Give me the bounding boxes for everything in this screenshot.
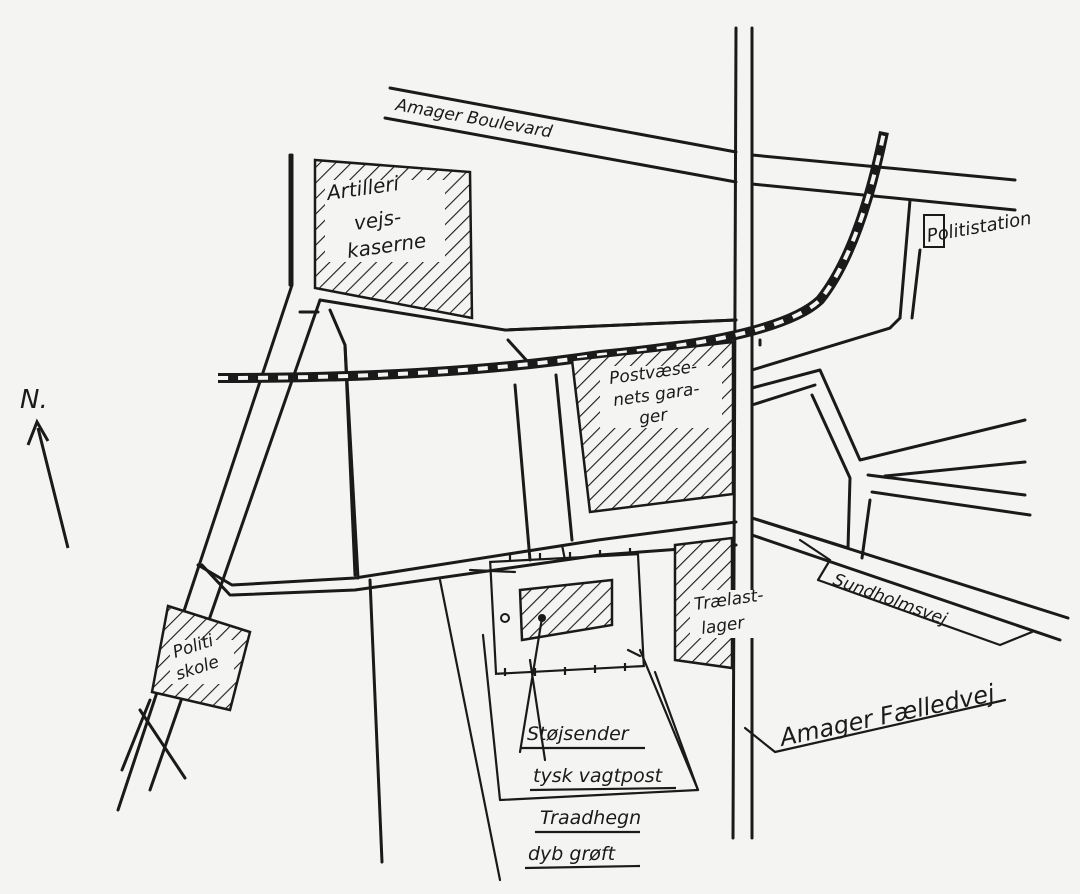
- left-diagonal-road: [116, 153, 322, 812]
- north-label: N.: [20, 385, 48, 415]
- amager-faelledvej-label: Amager Fælledvej: [775, 679, 997, 752]
- stojsender-building: [518, 578, 614, 642]
- amager-faelledvej-label-group: Amager Fælledvej: [743, 679, 1007, 754]
- inner-streets: [196, 298, 762, 864]
- svg-text:Politistation: Politistation: [925, 208, 1033, 247]
- railway-line: [217, 131, 889, 383]
- sundholmsvej-label: Sundholmsvej: [830, 570, 950, 630]
- amager-boulevard-road: [383, 86, 1017, 212]
- politistation-label: Politistation: [923, 208, 1033, 248]
- bottom-left-road: [120, 698, 187, 780]
- svg-text:ger: ger: [638, 405, 670, 429]
- dyb-groft-legend: dyb grøft: [524, 843, 641, 870]
- sundholmsvej-label-group: Sundholmsvej: [798, 538, 1034, 647]
- stojsender-legend: Støjsender: [520, 723, 645, 750]
- amager-faelledvej-road: [731, 26, 754, 840]
- legend-leaders: [518, 616, 700, 792]
- dyb-groft-ditch: [438, 568, 700, 882]
- north-arrow: N.: [20, 385, 70, 549]
- vagtpost-legend: tysk vagtpost: [529, 765, 677, 792]
- svg-text:tysk vagtpost: tysk vagtpost: [533, 765, 664, 787]
- traadhegn-legend: Traadhegn: [535, 807, 641, 834]
- right-streets: [750, 198, 1070, 642]
- traadhegn-fence: [489, 544, 645, 676]
- svg-text:dyb grøft: dyb grøft: [528, 843, 617, 865]
- svg-text:Traadhegn: Traadhegn: [540, 807, 641, 829]
- svg-text:Støjsender: Støjsender: [527, 723, 630, 745]
